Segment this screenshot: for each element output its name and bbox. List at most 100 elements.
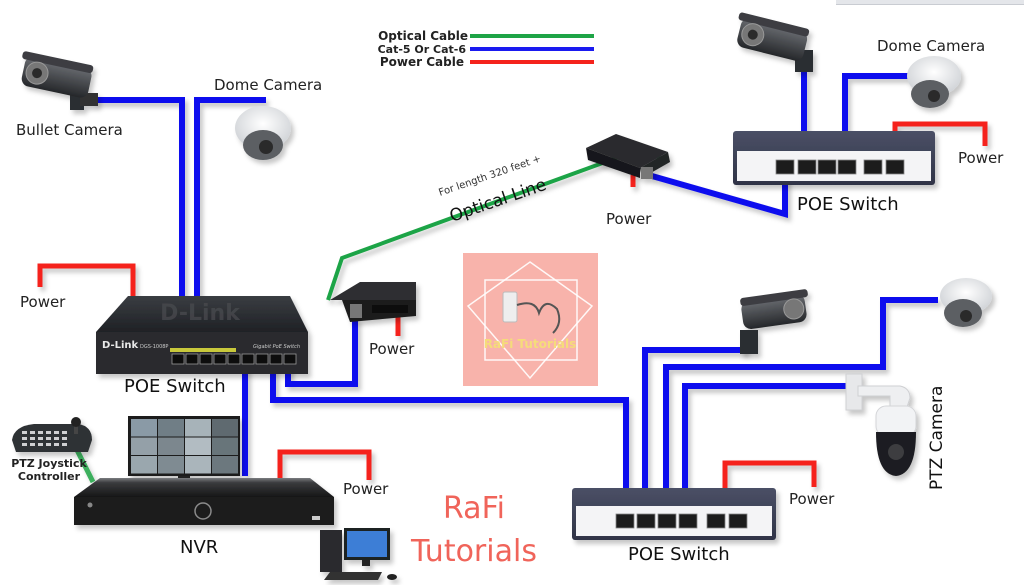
nvr-label: NVR <box>180 537 218 558</box>
bullet-camera-top-right <box>737 12 813 72</box>
dome-camera-top-right-label: Dome Camera <box>877 37 985 55</box>
poe-switch-main: D-Link D-Link DGS-1008P Gigabit PoE Swit… <box>96 296 308 374</box>
cat-cable-bottom-dome <box>663 297 938 508</box>
bullet-camera-bottom-right <box>740 289 808 354</box>
ptz-housing <box>875 405 917 437</box>
media-converter-left <box>330 282 416 322</box>
ptz-camera-label: PTZ Camera <box>927 386 947 490</box>
ethernet-port <box>728 513 748 529</box>
camera-lens-icon <box>960 310 972 322</box>
ethernet-port <box>269 353 283 365</box>
power-label-bottom-right-switch: Power <box>789 490 835 508</box>
joystick-key <box>38 437 43 440</box>
legend-label-cat: Cat-5 Or Cat-6 <box>378 43 467 56</box>
cat-cable-top-dome <box>842 73 908 158</box>
ethernet-port <box>817 159 837 175</box>
camera-lens-icon <box>888 444 904 460</box>
ethernet-port <box>797 159 817 175</box>
nvr-logo-icon <box>87 502 93 508</box>
watermark-diamond <box>466 261 594 380</box>
nvr-device <box>74 478 334 525</box>
ethernet-port <box>615 513 635 529</box>
legend-item-power: Power Cable <box>380 55 594 69</box>
camera-feed-tile <box>185 456 211 474</box>
legend-item-cat: Cat-5 Or Cat-6 <box>378 43 594 56</box>
watermark-text: RaFi Tutorials <box>484 337 577 351</box>
ethernet-port <box>775 159 795 175</box>
camera-feed-tile <box>158 456 184 474</box>
converter-vents <box>372 305 408 313</box>
joystick-cable <box>74 448 96 484</box>
power-cable-main-switch <box>37 263 136 298</box>
mouse-icon <box>387 574 397 580</box>
power-label-top-right-switch: Power <box>958 149 1004 167</box>
camera-sunshield <box>740 289 808 306</box>
poe-switch-bottom-right <box>572 488 776 540</box>
nvr-top <box>74 478 334 497</box>
ptz-camera <box>845 373 917 476</box>
switch-front-panel <box>96 332 308 374</box>
joystick-key <box>46 437 51 440</box>
joystick-key <box>62 437 67 440</box>
ptz-joystick-label-line2: Controller <box>18 470 81 483</box>
switch-brand-label: D-Link <box>102 340 139 351</box>
keyboard-icon <box>324 572 382 580</box>
ethernet-port <box>255 353 269 365</box>
ethernet-port <box>837 159 857 175</box>
nvr-power-button-icon <box>194 502 212 520</box>
ethernet-port <box>171 353 185 365</box>
ethernet-port <box>678 513 698 529</box>
joystick-key <box>54 437 59 440</box>
bullet-camera-label: Bullet Camera <box>16 121 123 139</box>
brand-line1: RaFi <box>443 491 505 526</box>
ethernet-port <box>283 353 297 365</box>
camera-mount-icon <box>740 330 758 354</box>
joystick-knob-icon <box>71 417 81 427</box>
camera-sunshield <box>22 51 94 74</box>
cat-cable-dome-camera <box>194 97 266 350</box>
camera-feed-grid <box>131 419 238 474</box>
joystick-key <box>38 431 43 434</box>
ethernet-port <box>213 353 227 365</box>
poe-indicator-strip <box>170 348 236 352</box>
switch-ports <box>615 513 748 529</box>
camera-feed-tile <box>131 456 157 474</box>
fiber-port-icon <box>350 304 362 318</box>
joystick-key <box>46 443 51 446</box>
wall-outlet-icon <box>502 291 518 323</box>
ethernet-port <box>863 159 883 175</box>
camera-lens-icon <box>259 140 273 154</box>
dome-camera-top-right <box>907 56 961 108</box>
converter-top <box>586 134 668 168</box>
poe-switch-top-right <box>733 131 935 185</box>
cat-cable-ptz-camera <box>682 383 846 508</box>
poe-switch-top-right-label: POE Switch <box>797 194 899 215</box>
ethernet-port <box>227 353 241 365</box>
legend-label-power: Power Cable <box>380 55 464 69</box>
ethernet-port <box>241 353 255 365</box>
camera-feed-tile <box>185 437 211 455</box>
power-cable-nvr <box>277 449 372 480</box>
switch-caption: Gigabit PoE Switch <box>253 344 300 350</box>
joystick-key <box>54 443 59 446</box>
watermark-frame <box>484 279 578 361</box>
camera-feed-tile <box>185 419 211 437</box>
camera-feed-tile <box>158 437 184 455</box>
power-label-nvr: Power <box>343 480 389 498</box>
poe-switch-main-label: POE Switch <box>124 376 226 397</box>
poe-switch-bottom-right-label: POE Switch <box>628 544 730 565</box>
dome-camera-bottom-right <box>940 278 992 327</box>
joystick-keys <box>22 431 67 446</box>
converter-top <box>330 282 416 300</box>
switch-top-panel <box>96 296 308 332</box>
camera-feed-tile <box>131 419 157 437</box>
dome-camera-left <box>235 106 291 160</box>
joystick-key <box>22 437 27 440</box>
media-converter-body-icon <box>586 148 640 178</box>
watermark-logo: RaFi Tutorials <box>463 253 598 386</box>
camera-feed-tile <box>158 419 184 437</box>
camera-feed-tile <box>131 437 157 455</box>
switch-ports <box>775 159 905 175</box>
desktop-computer <box>320 528 397 580</box>
